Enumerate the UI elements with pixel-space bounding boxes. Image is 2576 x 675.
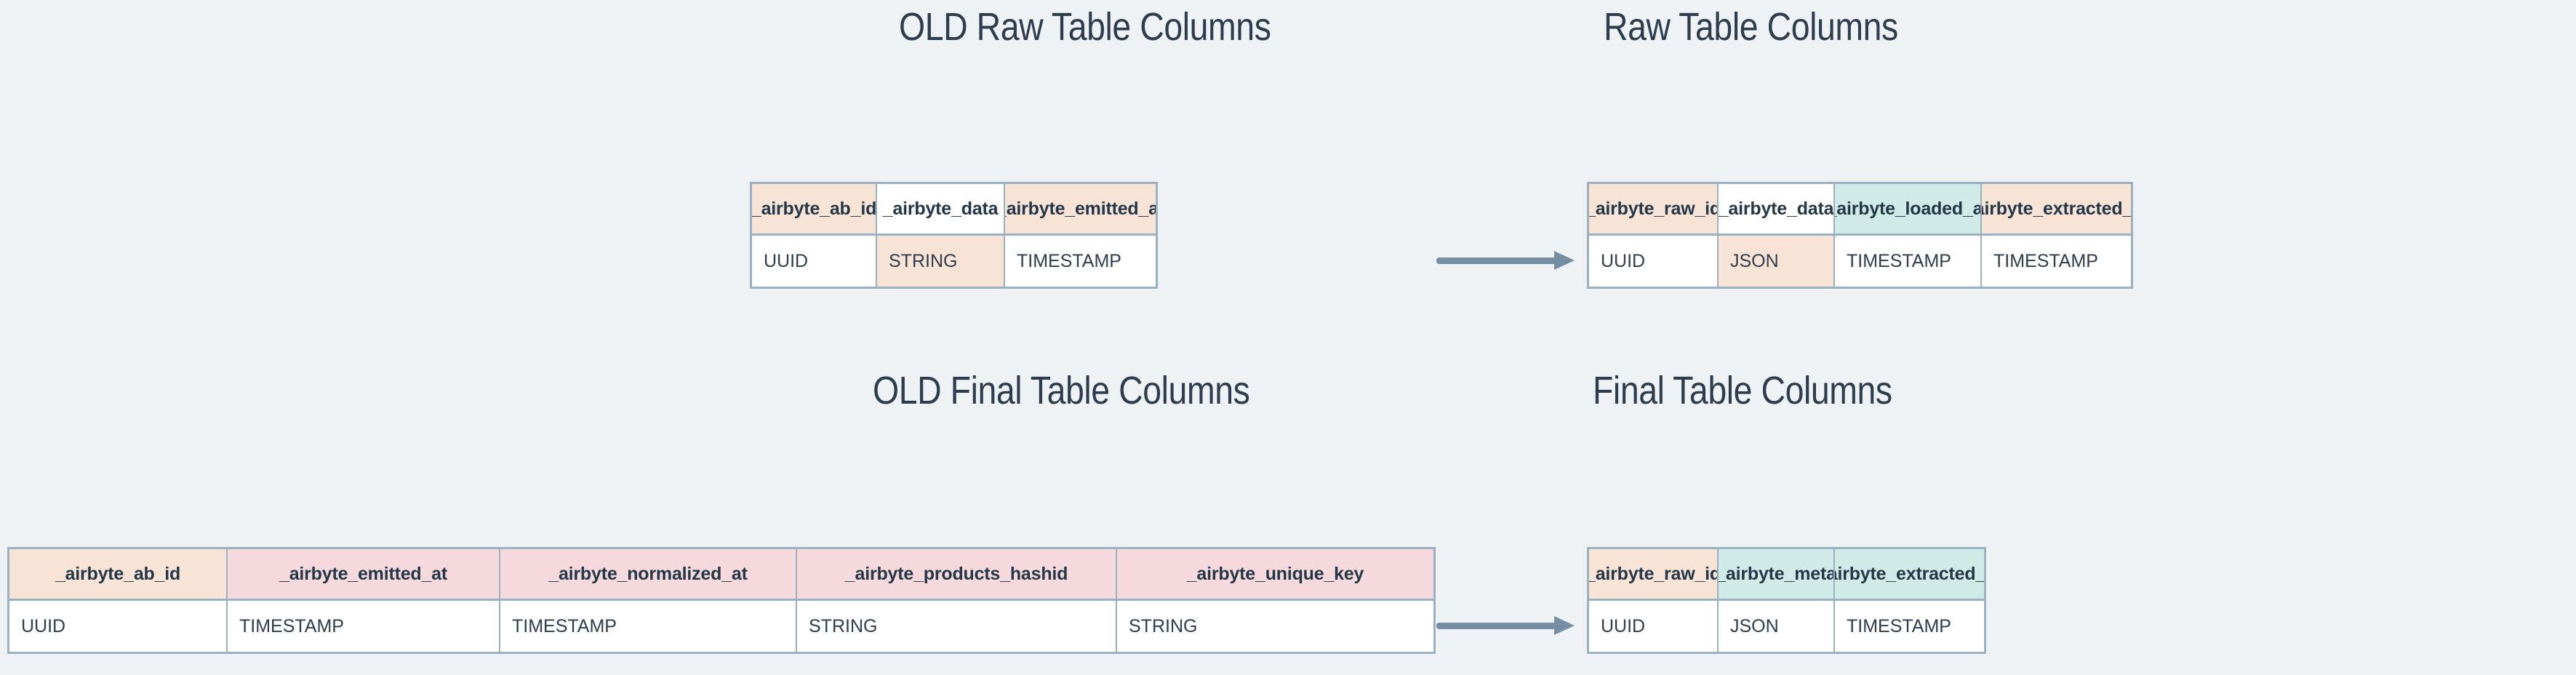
- column-header-cell: _airbyte_products_hashid: [797, 549, 1117, 599]
- column-type-cell: UUID: [9, 601, 228, 652]
- column-header-cell: _airbyte_ab_id: [9, 549, 228, 599]
- page-title-old-final-table: OLD Final Table Columns: [873, 369, 1250, 412]
- column-type-cell: TIMESTAMP: [1835, 236, 1982, 287]
- table-header-row: _airbyte_ab_id_airbyte_data_airbyte_emit…: [752, 184, 1156, 236]
- column-type-cell: TIMESTAMP: [500, 601, 797, 652]
- column-type-cell: UUID: [752, 236, 877, 287]
- column-type-cell: TIMESTAMP: [1835, 601, 1984, 652]
- table-header-row: _airbyte_raw_id_airbyte_data_airbyte_loa…: [1589, 184, 2131, 236]
- arrow-right-icon-raw-migration: [1436, 251, 1575, 270]
- column-type-cell: JSON: [1719, 601, 1835, 652]
- column-header-cell: _airbyte_ab_id: [752, 184, 877, 233]
- column-type-cell: JSON: [1719, 236, 1835, 287]
- table-old-final-columns: _airbyte_ab_id_airbyte_emitted_at_airbyt…: [7, 547, 1436, 654]
- column-type-cell: TIMESTAMP: [1005, 236, 1156, 287]
- column-header-cell: _airbyte_unique_key: [1117, 549, 1433, 599]
- arrow-shaft: [1436, 257, 1557, 264]
- column-header-cell: _airbyte_data: [877, 184, 1005, 233]
- column-type-cell: TIMESTAMP: [1982, 236, 2131, 287]
- column-header-cell: _airbyte_raw_id: [1589, 549, 1719, 599]
- table-old-raw-columns: _airbyte_ab_id_airbyte_data_airbyte_emit…: [750, 182, 1158, 289]
- table-header-row: _airbyte_raw_id_airbyte_meta_airbyte_ext…: [1589, 549, 1984, 601]
- table-raw-columns: _airbyte_raw_id_airbyte_data_airbyte_loa…: [1587, 182, 2133, 289]
- column-type-cell: UUID: [1589, 236, 1719, 287]
- arrow-head: [1554, 251, 1575, 270]
- column-type-cell: UUID: [1589, 601, 1719, 652]
- page-title-final-table: Final Table Columns: [1593, 369, 1892, 412]
- arrow-head: [1554, 616, 1575, 635]
- column-header-cell: _airbyte_raw_id: [1589, 184, 1719, 233]
- column-header-cell: _airbyte_data: [1719, 184, 1835, 233]
- column-header-cell: _airbyte_extracted_at: [1982, 184, 2131, 233]
- table-final-columns: _airbyte_raw_id_airbyte_meta_airbyte_ext…: [1587, 547, 1986, 654]
- column-header-cell: _airbyte_emitted_at: [228, 549, 500, 599]
- column-type-cell: STRING: [1117, 601, 1433, 652]
- column-header-cell: _airbyte_loaded_at: [1835, 184, 1982, 233]
- page-title-raw-table: Raw Table Columns: [1604, 5, 1898, 49]
- column-header-cell: _airbyte_extracted_at: [1835, 549, 1984, 599]
- arrow-shaft: [1436, 623, 1557, 629]
- column-header-cell: _airbyte_normalized_at: [500, 549, 797, 599]
- column-header-cell: _airbyte_emitted_at: [1005, 184, 1156, 233]
- page-title-old-raw-table: OLD Raw Table Columns: [899, 5, 1271, 49]
- column-header-cell: _airbyte_meta: [1719, 549, 1835, 599]
- table-header-row: _airbyte_ab_id_airbyte_emitted_at_airbyt…: [9, 549, 1433, 601]
- arrow-right-icon-final-migration: [1436, 616, 1575, 635]
- column-type-cell: STRING: [877, 236, 1005, 287]
- column-type-cell: TIMESTAMP: [228, 601, 500, 652]
- column-type-cell: STRING: [797, 601, 1117, 652]
